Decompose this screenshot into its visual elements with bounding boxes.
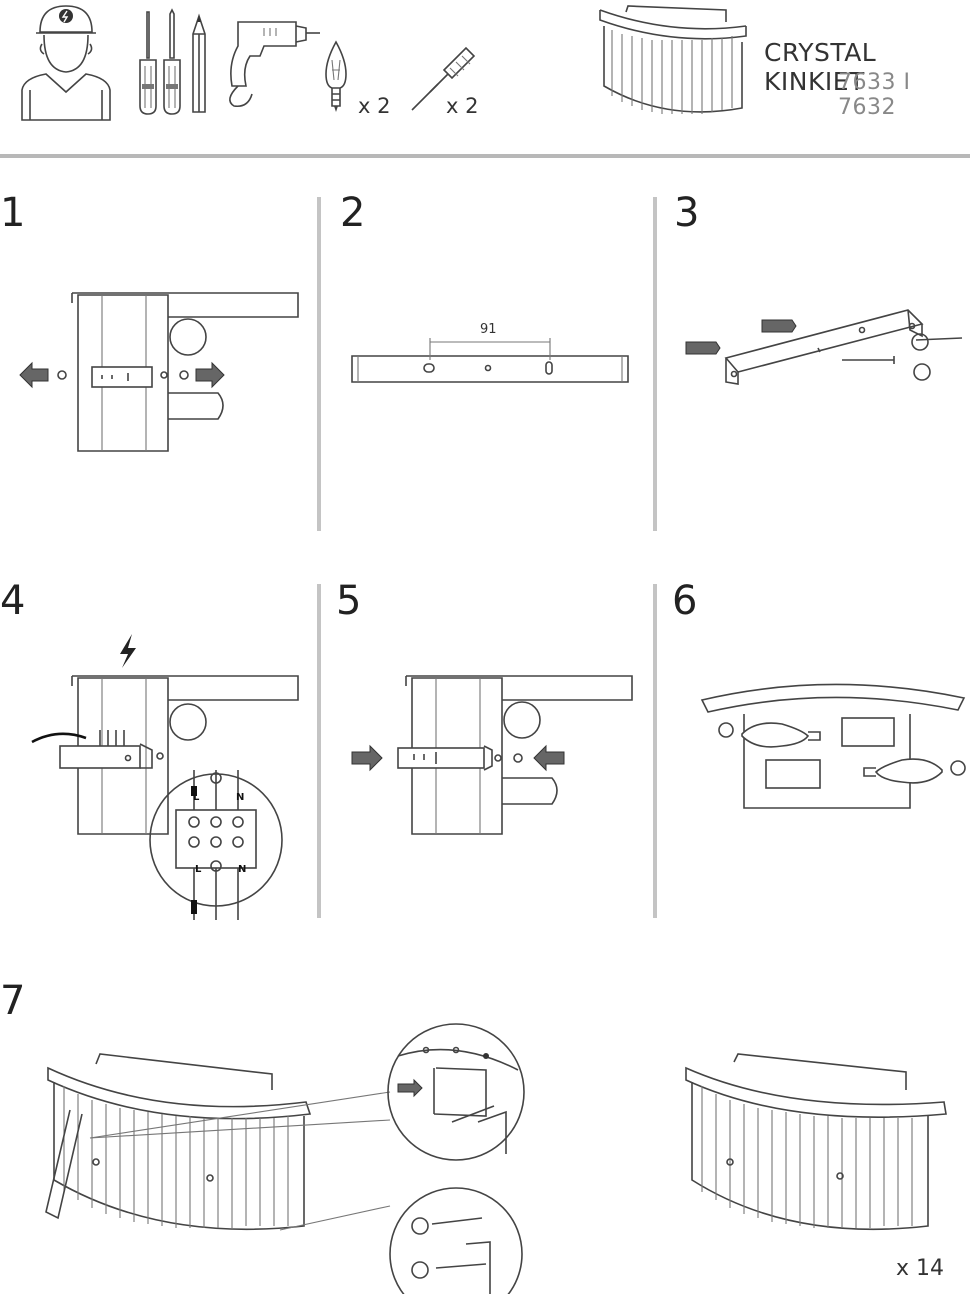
step-1-number: 1: [0, 190, 26, 236]
zoom-detail-top: [387, 1023, 525, 1161]
bulb-quantity: x 2: [358, 94, 391, 118]
anchor-quantity: x 2: [446, 94, 479, 118]
arrow-right-icon: [351, 744, 383, 772]
electrician-icon: [21, 5, 111, 121]
step-5-number: 5: [336, 578, 362, 624]
step-2-illustration: [351, 338, 629, 383]
terminal-label-L-bottom: L: [195, 864, 202, 875]
terminal-label-N-top: N: [236, 792, 245, 803]
column-divider: [653, 584, 657, 918]
terminal-label-L-top: L: [193, 792, 200, 803]
step-4-illustration: [31, 634, 299, 920]
step-3-illustration: [685, 309, 963, 385]
arrow-right-icon: [195, 361, 225, 389]
header: x 2 x 2 CRYSTAL KINKIET 7633 I 7632: [0, 0, 970, 158]
screwdriver-flat-icon: [139, 11, 157, 115]
wall-anchor-icon: [411, 46, 476, 111]
column-divider: [317, 584, 321, 918]
step-4-number: 4: [0, 578, 26, 624]
dimension-label: 91: [480, 322, 497, 337]
drill-icon: [229, 21, 320, 108]
zoom-connectors: [89, 1091, 391, 1231]
step-6-number: 6: [672, 578, 698, 624]
arrow-left-icon: [533, 744, 565, 772]
step-7-lamp-illustration: [45, 1053, 312, 1231]
step-5-illustration: [351, 675, 633, 835]
lamp-product-icon: [599, 5, 747, 114]
terminal-label-N-bottom: N: [238, 864, 247, 875]
step-3-number: 3: [674, 190, 700, 236]
zoom-detail-bottom: [389, 1187, 523, 1294]
lightning-icon: [120, 634, 136, 668]
step-1-illustration: [19, 292, 299, 452]
step-2-number: 2: [340, 190, 366, 236]
arrow-left-icon: [19, 361, 49, 389]
pencil-icon: [192, 13, 206, 113]
screwdriver-phillips-icon: [163, 8, 181, 115]
step-7-finished-lamp: [685, 1053, 947, 1231]
product-title: CRYSTAL KINKIET: [764, 38, 877, 96]
column-divider: [653, 197, 657, 531]
product-codes: 7633 I 7632: [838, 70, 911, 120]
header-divider: [0, 154, 970, 158]
bulb-icon: [325, 40, 347, 112]
arrow-right-icon: [397, 1078, 423, 1098]
crystal-quantity: x 14: [896, 1256, 945, 1281]
step-6-illustration: [700, 683, 966, 809]
step-7-number: 7: [0, 978, 26, 1024]
column-divider: [317, 197, 321, 531]
